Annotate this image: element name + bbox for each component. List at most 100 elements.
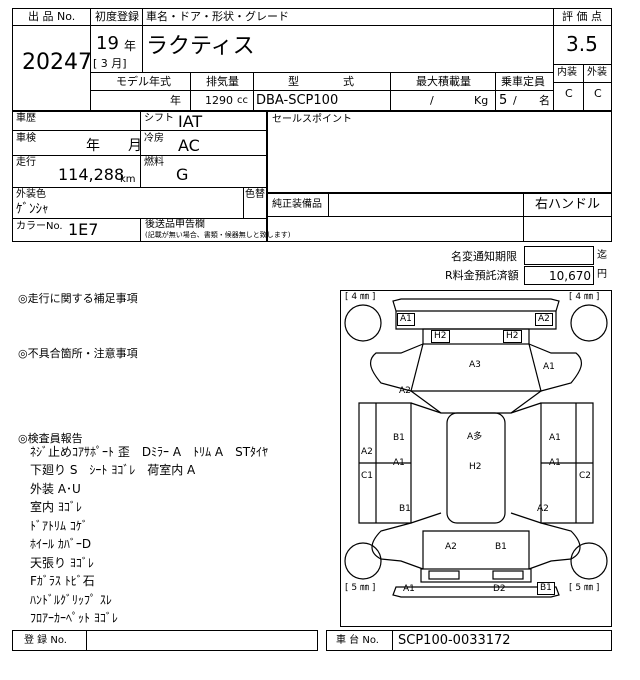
mileage-label: 走行 [16, 157, 36, 168]
name-change-box [524, 246, 594, 265]
chassis-number-value: SCP100-0033172 [398, 633, 511, 648]
damage-mark: C2 [579, 471, 592, 481]
divider [190, 72, 191, 111]
capacity-unit: 名 [539, 94, 550, 107]
divider [140, 218, 141, 242]
inspector-label: ◎検査員報告 [18, 432, 83, 445]
damage-mark: A1 [403, 584, 415, 594]
damage-mark: A1 [397, 313, 415, 326]
divider [328, 193, 329, 216]
ac-label: 冷房 [144, 133, 164, 144]
displacement-value: 1290 [205, 94, 233, 107]
recycle-unit: 円 [597, 269, 607, 280]
score-label: 評 価 点 [562, 10, 602, 23]
aftersales-label: 後送品申告欄 [145, 219, 205, 230]
damage-mark: A1 [549, 433, 561, 443]
divider [553, 64, 612, 65]
registration-number-label: 登 録 No. [24, 635, 67, 646]
shift-value: IAT [178, 112, 203, 131]
inspection-label: 車検 [16, 133, 36, 144]
defects-label: ◎不具合箇所・注意事項 [18, 347, 138, 360]
divider [90, 72, 553, 73]
capacity-label: 乗車定員 [501, 75, 545, 88]
divider [523, 193, 524, 242]
damage-mark: H2 [469, 462, 482, 472]
divider [90, 8, 91, 111]
divider [12, 25, 90, 26]
chassis-number-label: 車 台 No. [336, 635, 379, 646]
color-no-label: カラーNo. [16, 221, 63, 232]
inspector-line: ﾊﾝﾄﾞﾙｸﾞﾘｯﾌﾟ ｽﾚ [30, 593, 112, 607]
damage-mark: H2 [503, 330, 522, 343]
capacity-value: 5 [499, 93, 508, 108]
damage-mark: H2 [431, 330, 450, 343]
interior-label: 内装 [557, 67, 577, 78]
lot-label: 出 品 No. [28, 10, 76, 23]
exterior-color-value: ｹﾞﾝｼｬ [16, 202, 49, 217]
damage-mark: A2 [445, 542, 457, 552]
damage-mark: B1 [399, 504, 411, 514]
car-diagram: [ 4 ㎜ ] [ 4 ㎜ ] [ 5 ㎜ ] [ 5 ㎜ ] A1 A2 H2… [340, 290, 612, 627]
inspector-line: ﾎｲｰﾙ ｶﾊﾞｰD [30, 537, 92, 551]
inspector-line: 下廻り S ｼｰﾄ ﾖｺﾞﾚ 荷室内 A [30, 463, 196, 477]
genuine-parts-box [267, 193, 612, 242]
inspector-line: 外装 A･U [30, 482, 81, 496]
damage-mark: D2 [493, 584, 506, 594]
divider [12, 218, 267, 219]
recycle-label: R料金預託済額 [445, 269, 519, 282]
inspector-line: 天張り ﾖｺﾞﾚ [30, 556, 94, 570]
tire-front-right-depth: [ 4 ㎜ ] [569, 292, 600, 302]
damage-mark: A1 [543, 362, 555, 372]
divider [90, 90, 553, 91]
divider [553, 8, 554, 111]
recycle-box [524, 266, 594, 285]
max-load-unit: Kg [474, 94, 489, 107]
divider [495, 72, 496, 111]
mileage-unit: km [120, 174, 136, 185]
damage-mark: A2 [535, 313, 553, 326]
sales-point-label: セールスポイント [272, 114, 352, 125]
divider [12, 155, 267, 156]
exterior-label: 外装 [587, 67, 607, 78]
damage-mark: A2 [361, 447, 373, 457]
capacity-separator: / [513, 94, 517, 107]
name-change-unit: 迄 [597, 250, 607, 261]
shift-label: シフト [144, 113, 174, 124]
divider [12, 130, 267, 131]
exterior-color-label: 外装色 [16, 189, 46, 200]
damage-mark: A1 [549, 458, 561, 468]
damage-mark: A2 [537, 504, 549, 514]
year-unit: 年 [124, 39, 137, 53]
details-left [12, 111, 267, 242]
type-label: 型 式 [288, 75, 354, 88]
car-name: ラクティス [146, 34, 255, 59]
damage-mark: A2 [399, 386, 411, 396]
registration-month: [ 3 月] [93, 57, 127, 70]
divider [90, 25, 553, 26]
tire-rear-left-depth: [ 5 ㎜ ] [345, 583, 376, 593]
divider [86, 630, 87, 651]
inspection-value: 年 月 [86, 138, 142, 154]
inspector-line: 室内 ﾖｺﾞﾚ [30, 500, 82, 514]
max-load-separator: / [430, 94, 434, 107]
tire-rear-right-depth: [ 5 ㎜ ] [569, 583, 600, 593]
ac-value: AC [178, 136, 200, 155]
tire-front-left-depth: [ 4 ㎜ ] [345, 292, 376, 302]
divider [553, 25, 612, 26]
recycle-value: 10,670 [549, 269, 591, 283]
sales-point-box [267, 111, 612, 193]
model-year-label: モデル年式 [116, 75, 171, 88]
chassis-number-box [326, 630, 612, 651]
damage-mark: B1 [537, 582, 555, 595]
displacement-unit: cc [237, 95, 248, 106]
fuel-label: 燃料 [144, 157, 164, 168]
registration-number-box [12, 630, 318, 651]
divider [142, 8, 143, 72]
divider [390, 72, 391, 111]
divider [392, 630, 393, 651]
first-registration-label: 初度登録 [95, 10, 139, 23]
divider [553, 82, 612, 83]
mileage-value: 114,288 [58, 165, 125, 184]
damage-mark: C1 [361, 471, 374, 481]
header-block [12, 8, 612, 111]
